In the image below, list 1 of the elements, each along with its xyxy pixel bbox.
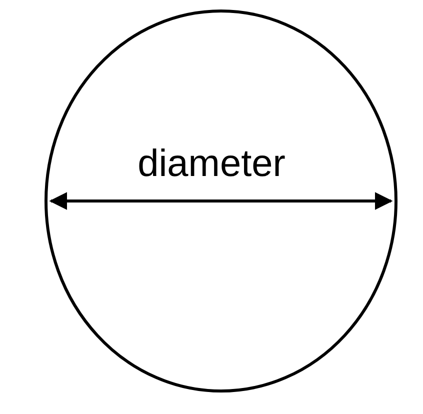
dimension-label: diameter: [138, 142, 286, 186]
